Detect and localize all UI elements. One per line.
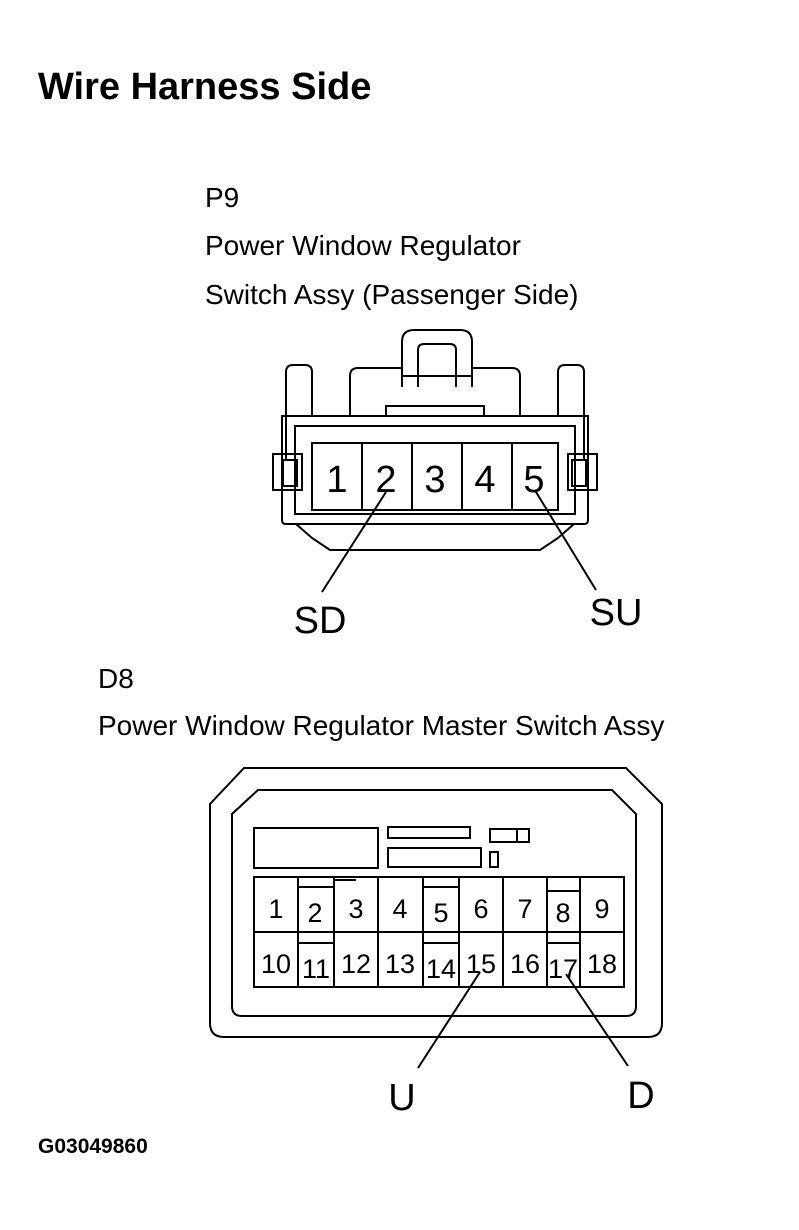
d8-pin-7: 7 <box>517 894 532 924</box>
d8-pin-9: 9 <box>594 894 609 924</box>
d8-pin-13: 13 <box>385 949 415 979</box>
d-label: D <box>627 1075 654 1117</box>
d8-pin-6: 6 <box>473 894 488 924</box>
d8-pin-3: 3 <box>348 894 363 924</box>
p9-pin-3: 3 <box>424 459 445 501</box>
figure-id: G03049860 <box>38 1135 148 1158</box>
su-label: SU <box>590 592 643 634</box>
d8-pin-17: 17 <box>548 954 578 984</box>
sd-leader-line <box>321 491 387 593</box>
p9-pin-2: 2 <box>375 459 396 501</box>
d8-connector <box>209 767 663 1069</box>
sd-label: SD <box>294 600 347 642</box>
su-leader-line <box>535 491 597 591</box>
d-leader-line <box>565 973 629 1067</box>
d8-pin-8: 8 <box>555 898 570 928</box>
d8-pin-11: 11 <box>302 954 330 984</box>
p9-pin-4: 4 <box>474 459 495 501</box>
d8-pin-10: 10 <box>261 949 291 979</box>
d8-pin-15: 15 <box>466 949 496 979</box>
u-label: U <box>388 1077 415 1119</box>
p9-connector-code: P9 <box>205 182 240 213</box>
p9-pin-cell-5 <box>511 442 559 511</box>
d8-pin-18: 18 <box>587 949 617 979</box>
d8-pin-4: 4 <box>392 894 407 924</box>
d8-pin-14: 14 <box>426 954 456 984</box>
p9-pin-5: 5 <box>523 459 544 501</box>
d8-pin-16: 16 <box>510 949 540 979</box>
p9-connector-name-line1: Power Window Regulator <box>205 230 521 261</box>
p9-connector <box>272 329 598 593</box>
d8-pin-1: 1 <box>268 894 283 924</box>
p9-connector-name-line2: Switch Assy (Passenger Side) <box>205 279 579 310</box>
d8-connector-name: Power Window Regulator Master Switch Ass… <box>98 710 665 741</box>
d8-pin-5: 5 <box>433 898 448 928</box>
p9-pin-1: 1 <box>326 459 347 501</box>
page-title: Wire Harness Side <box>38 66 372 108</box>
u-leader-line <box>417 971 481 1069</box>
d8-pin-12: 12 <box>341 949 371 979</box>
d8-pin-2: 2 <box>307 898 322 928</box>
d8-connector-code: D8 <box>98 663 134 694</box>
